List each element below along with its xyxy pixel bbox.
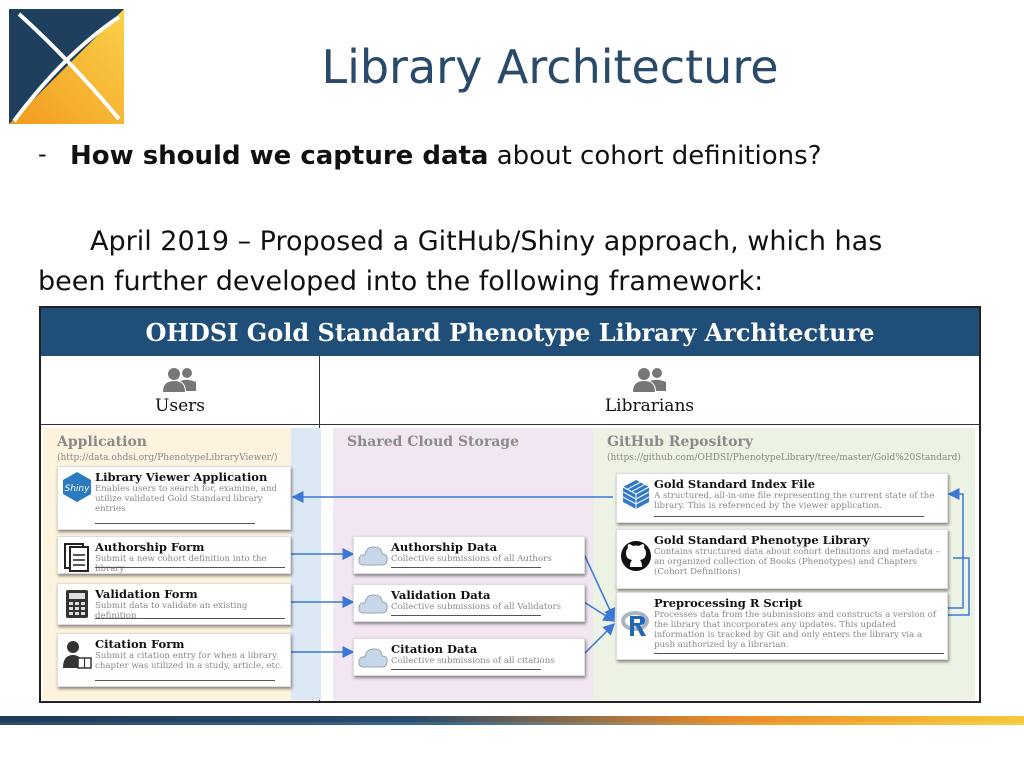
- librarians-role: Librarians: [320, 358, 979, 425]
- card-title: Authorship Data: [391, 540, 498, 554]
- card-underline: [391, 669, 541, 670]
- card-underline: [654, 516, 924, 517]
- card-underline: [391, 567, 541, 568]
- authorship-data-card[interactable]: Authorship Data Collective submissions o…: [353, 536, 585, 574]
- card-description: Collective submissions of all Validators: [391, 602, 562, 612]
- paragraph-text: April 2019 – Proposed a GitHub/Shiny app…: [38, 226, 883, 297]
- card-title: Citation Data: [391, 642, 478, 656]
- bullet-rest-text: about cohort definitions?: [488, 141, 822, 171]
- card-title: Authorship Form: [95, 540, 205, 554]
- card-title: Gold Standard Phenotype Library: [654, 533, 870, 547]
- phenotype-library-card[interactable]: Gold Standard Phenotype Library Contains…: [616, 529, 948, 589]
- card-description: Collective submissions of all Authors: [391, 554, 552, 564]
- card-title: Preprocessing R Script: [654, 596, 803, 610]
- library-viewer-card[interactable]: Shiny Library Viewer Application Enables…: [57, 466, 291, 530]
- card-description: Submit a new cohort definition into the …: [95, 554, 267, 574]
- users-role: Users: [41, 358, 319, 425]
- card-title: Library Viewer Application: [95, 470, 268, 484]
- preprocessing-script-card[interactable]: Preprocessing R Script Processes data fr…: [616, 592, 948, 660]
- bullet-bold-text: How should we capture data: [70, 141, 489, 171]
- svg-text:Shiny: Shiny: [65, 484, 91, 494]
- storage-lane-title: Shared Cloud Storage: [347, 434, 520, 450]
- card-description: Processes data from the submissions and …: [654, 610, 937, 650]
- card-description: A structured, all-in-one file representi…: [654, 491, 935, 511]
- citation-data-card[interactable]: Citation Data Collective submissions of …: [353, 638, 585, 676]
- cloud-icon: [358, 648, 388, 668]
- card-title: Gold Standard Index File: [654, 477, 816, 491]
- card-description: Collective submissions of all citations: [391, 656, 555, 666]
- card-underline: [391, 615, 541, 616]
- cloud-icon: [358, 594, 388, 614]
- card-title: Validation Data: [391, 588, 491, 602]
- card-underline: [95, 567, 285, 568]
- card-description: Enables users to search for, examine, an…: [95, 484, 278, 514]
- github-lane-url: (https://github.com/OHDSI/PhenotypeLibra…: [607, 453, 961, 463]
- bullet-marker: -: [38, 140, 47, 168]
- shiny-icon: Shiny: [63, 472, 91, 502]
- bullet-text: How should we capture data about cohort …: [70, 141, 822, 171]
- slide-title: Library Architecture: [321, 40, 779, 94]
- github-lane-title: GitHub Repository: [607, 434, 753, 450]
- users-icon: [163, 368, 196, 392]
- card-title: Validation Form: [95, 587, 198, 601]
- user-librarian-gap: [291, 428, 321, 700]
- footer-bar-secondary: [0, 722, 1024, 725]
- card-description: Submit a citation entry for when a libra…: [95, 651, 283, 671]
- footer-bar: [0, 716, 1024, 722]
- cube-grid-icon: [622, 480, 650, 509]
- authorship-form-card[interactable]: Authorship Form Submit a new cohort defi…: [57, 536, 291, 574]
- calculator-icon: [66, 590, 88, 618]
- card-underline: [654, 653, 944, 654]
- validation-data-card[interactable]: Validation Data Collective submissions o…: [353, 584, 585, 622]
- diagram-title: OHDSI Gold Standard Phenotype Library Ar…: [41, 308, 979, 356]
- index-file-card[interactable]: Gold Standard Index File A structured, a…: [616, 473, 948, 523]
- cloud-icon: [358, 546, 388, 566]
- librarians-label: Librarians: [604, 396, 695, 416]
- r-logo-icon: [621, 611, 649, 636]
- architecture-diagram: OHDSI Gold Standard Phenotype Library Ar…: [39, 306, 981, 703]
- ohdsi-logo: [9, 9, 124, 124]
- users-label: Users: [155, 396, 205, 416]
- person-book-icon: [63, 641, 92, 669]
- application-lane-title: Application: [57, 434, 147, 450]
- citation-form-card[interactable]: Citation Form Submit a citation entry fo…: [57, 633, 291, 687]
- card-underline: [95, 523, 255, 524]
- card-description: Contains structured data about cohort de…: [654, 547, 941, 577]
- card-underline: [95, 680, 275, 681]
- paragraph: April 2019 – Proposed a GitHub/Shiny app…: [38, 222, 938, 302]
- flow-arrows: [291, 488, 970, 658]
- card-description: Submit data to validate an existing defi…: [95, 601, 248, 621]
- card-title: Citation Form: [95, 637, 185, 651]
- document-icon: [64, 543, 89, 572]
- librarians-icon: [632, 368, 666, 392]
- github-icon: [621, 541, 651, 571]
- application-lane-url: (http://data.ohdsi.org/PhenotypeLibraryV…: [57, 453, 278, 463]
- validation-form-card[interactable]: Validation Form Submit data to validate …: [57, 583, 291, 625]
- card-underline: [95, 618, 285, 619]
